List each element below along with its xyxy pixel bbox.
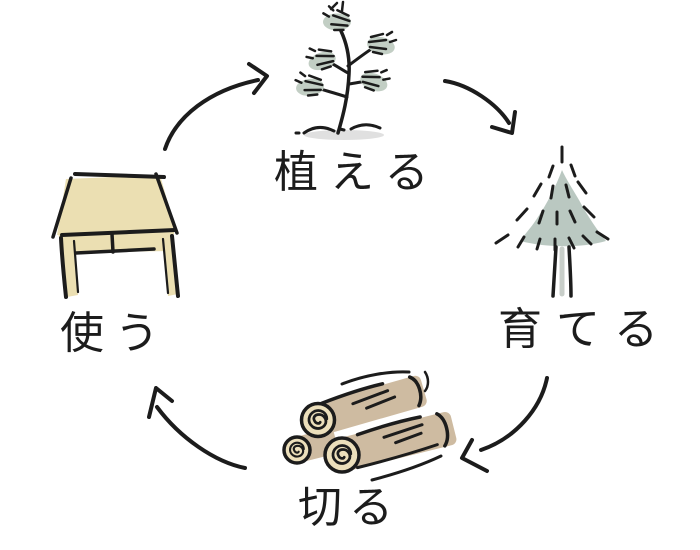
conifer-tree-illustration: [494, 145, 610, 298]
stacked-logs-illustration: [282, 370, 457, 482]
arrow-use-to-plant-icon: [163, 62, 269, 151]
step-label-grow: 育てる: [498, 304, 672, 355]
wooden-table-illustration: [51, 172, 180, 299]
arrow-grow-to-cut-icon: [460, 376, 549, 473]
arrow-plant-to-grow-icon: [443, 79, 517, 135]
step-label-cut: 切る: [298, 482, 400, 533]
sapling-illustration: [292, 0, 398, 140]
step-label-plant: 植える: [274, 147, 441, 198]
step-label-use: 使う: [60, 308, 170, 359]
arrow-cut-to-use-icon: [147, 386, 247, 470]
